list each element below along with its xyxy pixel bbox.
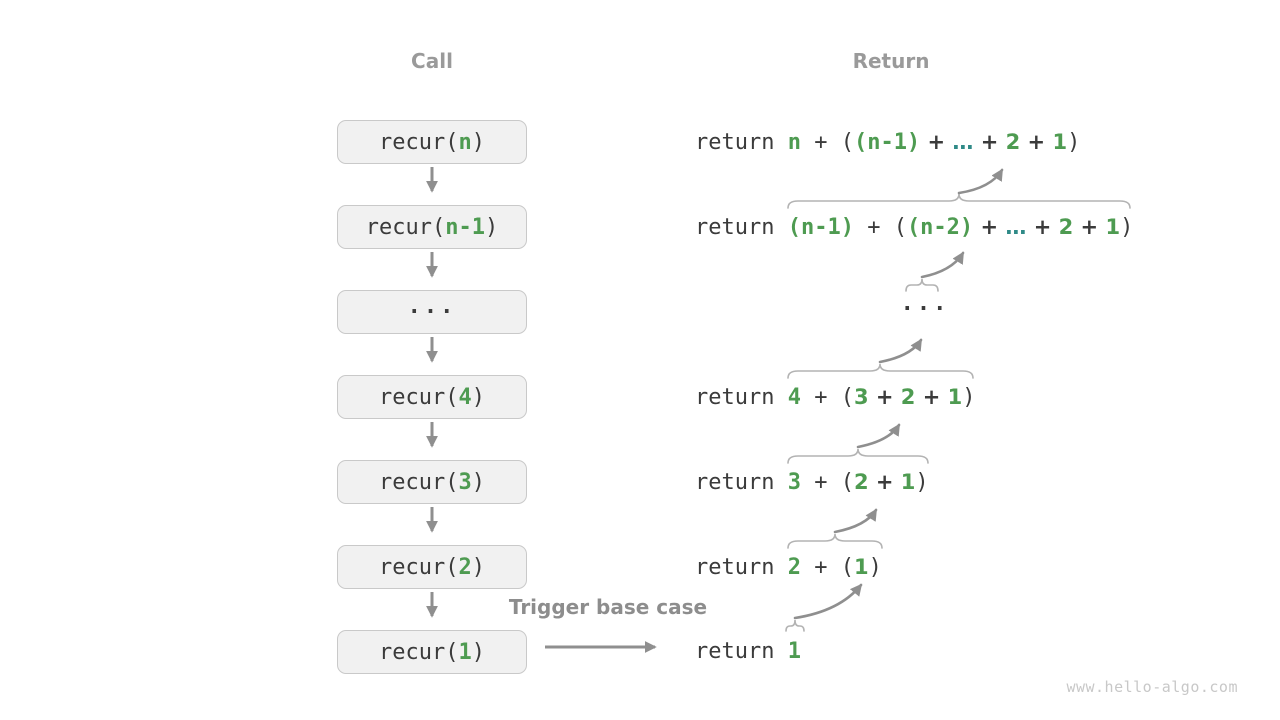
code-token: … [952,130,974,154]
code-token: + ( [800,470,854,495]
return-brace-line7 [785,619,805,632]
return-arrow-3to2 [920,251,965,279]
code-token: + [973,215,1006,239]
code-token: (n-2) [906,215,974,240]
call-box-recur-4: recur(4) [337,375,527,419]
return-line-3: return 3 + (2 + 1) [695,468,929,496]
code-token: return [695,470,788,495]
code-token: + [868,385,901,409]
return-brace-line4 [787,363,974,379]
code-token: ) [471,469,485,495]
call-box-recur-3: recur(3) [337,460,527,504]
code-token: ) [1120,215,1134,240]
code-token: 1 [458,639,472,665]
return-line-2: return 2 + (1) [695,553,882,581]
code-token: 2 [787,555,801,580]
call-column-header: Call [411,49,453,73]
call-box-recur-2: recur(2) [337,545,527,589]
code-token: ) [471,639,485,665]
code-token: recur( [379,469,459,495]
code-token: return [695,215,788,240]
code-token: 4 [787,385,801,410]
code-token: n [787,130,801,155]
return-line-ellipsis: ··· [895,296,955,324]
code-token: ) [868,555,882,580]
code-token: recur( [379,554,459,580]
code-token: + ( [800,555,854,580]
code-token: return [695,385,788,410]
return-line-n: return n + ((n-1) + … + 2 + 1) [695,128,1080,156]
trigger-base-case-label: Trigger base case [508,595,708,619]
code-token: + [973,130,1006,154]
code-token: 3 [853,385,869,409]
return-arrow-2to1 [957,168,1004,195]
code-token: ) [484,214,499,240]
code-token: 1 [900,470,916,494]
call-box-ellipsis: ··· [337,290,527,334]
code-token: return [695,130,788,155]
code-token: recur( [379,384,459,410]
code-token: + [1073,215,1106,239]
code-token: ) [471,554,485,580]
code-token: return [695,639,788,664]
code-token: return [695,555,788,580]
code-token: ) [471,384,485,410]
code-token: 2 [458,554,472,580]
code-token: (n-1) [853,130,921,155]
watermark: www.hello-algo.com [1066,678,1238,696]
code-token: + [1026,215,1059,239]
code-token: recur( [379,639,459,665]
code-token: 1 [787,639,801,664]
return-arrow-4to3 [878,338,923,364]
code-token: 2 [900,385,916,409]
return-line-4: return 4 + (3 + 2 + 1) [695,383,976,411]
return-arrow-6to5 [833,508,878,534]
code-token: + ( [800,385,854,410]
code-token: 2 [1058,215,1074,239]
return-brace-line6 [787,533,883,549]
code-token: + [868,470,901,494]
code-token: 1 [1105,215,1121,239]
return-brace-ellipsis [905,278,939,292]
code-token: n [458,129,472,155]
return-brace-line2 [787,193,1131,209]
code-token: recur( [379,129,459,155]
code-token: ) [915,470,929,495]
code-token: 1 [947,385,963,409]
call-box-recur-n-1: recur(n-1) [337,205,527,249]
code-token: + ( [853,215,907,240]
code-token: 4 [458,384,472,410]
code-token: + [920,130,953,154]
return-brace-line5 [787,448,929,464]
return-column-header: Return [852,49,930,73]
code-token: + [915,385,948,409]
return-arrow-5to4 [856,423,901,449]
code-token: ··· [900,297,950,322]
code-token: ··· [407,299,457,325]
code-token: ) [471,129,485,155]
return-arrow-7to6 [793,583,863,620]
code-token: ) [1067,130,1081,155]
code-token: 1 [853,555,869,579]
code-token: 3 [458,469,472,495]
code-token: 3 [787,470,801,495]
code-token: 2 [853,470,869,494]
code-token: recur( [365,214,446,240]
call-box-recur-1: recur(1) [337,630,527,674]
code-token: (n-1) [787,215,854,240]
code-token: + ( [800,130,854,155]
code-token: 2 [1005,130,1021,154]
return-line-n-1: return (n-1) + ((n-2) + … + 2 + 1) [695,213,1133,241]
return-line-1: return 1 [695,638,801,666]
call-box-recur-n: recur(n) [337,120,527,164]
code-token: n-1 [445,214,485,240]
code-token: … [1005,215,1027,239]
code-token: ) [962,385,976,410]
code-token: 1 [1052,130,1068,154]
code-token: + [1020,130,1053,154]
